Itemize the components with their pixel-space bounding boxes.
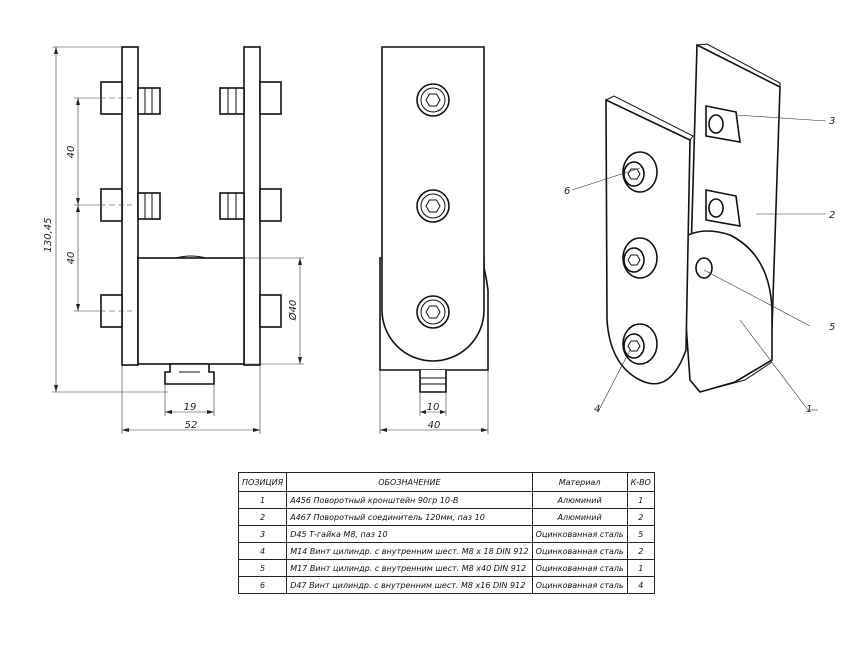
bom-quantity: 5 (626, 525, 655, 543)
table-row: 5 M17 Винт цилиндр. с внутренним шест. M… (237, 559, 655, 577)
bom-quantity: 4 (626, 576, 655, 594)
table-row: 2 A467 Поворотный соединитель 120мм, паз… (237, 508, 655, 526)
bom-material: Оцинкованная сталь (531, 525, 628, 543)
dim-diameter: Ø40 (287, 300, 299, 322)
front-center-block (137, 257, 245, 365)
bom-designation: D45 Т-гайка M8, паз 10 (286, 525, 533, 543)
bom-header-material: Материал (531, 472, 628, 492)
bom-designation: M14 Винт цилиндр. с внутренним шест. M8 … (286, 542, 533, 560)
dim-side-slot: 10 (427, 402, 440, 413)
front-left-plate (121, 46, 139, 366)
callout-4: 4 (594, 404, 600, 415)
bom-designation: M17 Винт цилиндр. с внутренним шест. M8 … (286, 559, 533, 577)
bom-header-row: ПОЗИЦИЯ ОБОЗНАЧЕНИЕ Материал К-ВО (237, 472, 655, 492)
table-row: 4 M14 Винт цилиндр. с внутренним шест. M… (237, 542, 655, 560)
bom-material: Оцинкованная сталь (531, 542, 628, 560)
bom-position: 5 (237, 559, 288, 577)
front-view: 130,45 40 40 Ø40 19 52 (43, 46, 304, 434)
bom-designation: A467 Поворотный соединитель 120мм, паз 1… (286, 508, 533, 526)
bom-material: Оцинкованная сталь (531, 559, 628, 577)
bom-position: 6 (237, 576, 288, 594)
isometric-view: 1 2 3 4 5 6 (564, 43, 835, 415)
bom-material: Алюминий (531, 508, 628, 526)
bill-of-materials-table: ПОЗИЦИЯ ОБОЗНАЧЕНИЕ Материал К-ВО 1 A456… (237, 472, 655, 594)
bom-quantity: 2 (626, 542, 655, 560)
bom-header-quantity: К-ВО (626, 472, 655, 492)
bom-material: Оцинкованная сталь (531, 576, 628, 594)
bom-material: Алюминий (531, 491, 628, 509)
bom-quantity: 2 (626, 508, 655, 526)
front-right-plate (243, 46, 261, 366)
bom-designation: D47 Винт цилиндр. с внутренним шест. M8 … (286, 576, 533, 594)
callout-5: 5 (829, 322, 835, 333)
side-screws (416, 83, 450, 329)
iso-screws (622, 151, 713, 365)
front-t-nuts (137, 87, 245, 220)
dim-slot-width: 19 (184, 402, 197, 413)
bom-quantity: 1 (626, 491, 655, 509)
dim-side-width: 40 (428, 420, 441, 431)
bom-position: 2 (237, 508, 288, 526)
dim-total-height: 130,45 (43, 218, 54, 253)
iso-callout-leaders (571, 114, 827, 413)
dim-spacing-top: 40 (66, 146, 77, 159)
dim-spacing-bottom: 40 (66, 252, 77, 265)
table-row: 6 D47 Винт цилиндр. с внутренним шест. M… (237, 576, 655, 594)
callout-6: 6 (564, 186, 570, 197)
bom-designation: A456 Поворотный кронштейн 90гр 10-B (286, 491, 533, 509)
table-row: 3 D45 Т-гайка M8, паз 10 Оцинкованная ст… (237, 525, 655, 543)
bom-quantity: 1 (626, 559, 655, 577)
callout-3: 3 (829, 116, 835, 127)
bom-position: 3 (237, 525, 288, 543)
side-view: 10 40 (379, 46, 489, 434)
bom-header-designation: ОБОЗНАЧЕНИЕ (286, 472, 533, 492)
bom-header-position: ПОЗИЦИЯ (237, 472, 288, 492)
callout-2: 2 (829, 210, 835, 221)
callout-1: 1 (806, 404, 812, 415)
bom-position: 4 (237, 542, 288, 560)
iso-t-nuts (705, 105, 741, 227)
bom-position: 1 (237, 491, 288, 509)
front-base-slot (164, 363, 215, 385)
dim-overall-width: 52 (185, 420, 198, 431)
table-row: 1 A456 Поворотный кронштейн 90гр 10-B Ал… (237, 491, 655, 509)
